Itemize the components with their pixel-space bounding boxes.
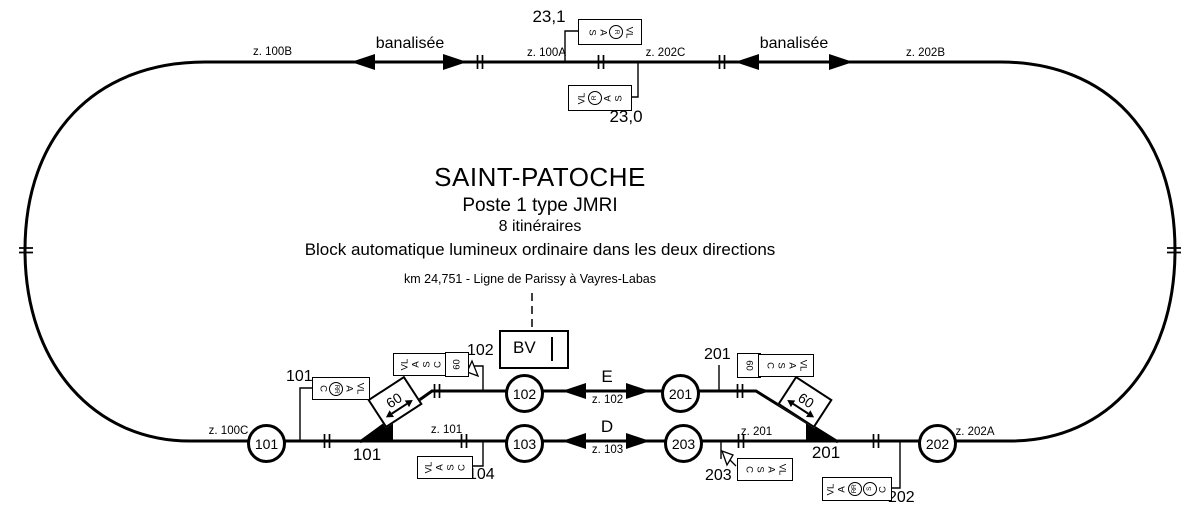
track-circuit-202: 202 [918, 424, 957, 463]
banalisee-right-label: banalisée [759, 35, 829, 52]
plate-aspect-char: S [612, 94, 624, 102]
zone-label-102: z. 102 [591, 394, 624, 406]
plate-aspect-char: VL [797, 359, 809, 372]
signal-201-label: 201 [704, 346, 731, 363]
title-itineraires: 8 itinéraires [498, 218, 582, 235]
insulated-joints [19, 55, 1181, 448]
open-arrow-203 [720, 449, 737, 467]
plate-aspect-char: 60 [451, 359, 463, 370]
signal-202-label: 202 [888, 489, 915, 506]
zone-label-201: z. 201 [740, 426, 773, 438]
signal-23-0-label: 23,0 [609, 107, 643, 126]
signal-23-1-label: 23,1 [532, 7, 566, 26]
plate-aspect-char: VL [776, 463, 788, 476]
zone-label-100A: z. 100A [527, 47, 566, 59]
plate-aspect-char: VL [575, 92, 587, 104]
bv-platform-mark [551, 337, 553, 361]
zone-label-100C: z. 100C [208, 425, 249, 437]
track-circuit-203-number: 203 [671, 435, 696, 452]
title-km-line: km 24,751 - Ligne de Parissy à Vayres-La… [404, 272, 656, 286]
signal-104-label: 104 [468, 466, 495, 483]
title-poste: Poste 1 type JMRI [462, 195, 618, 216]
title-block-line: Block automatique lumineux ordinaire dan… [304, 240, 776, 259]
zone-label-202C: z. 202C [645, 47, 686, 59]
signal-101-label: 101 [286, 368, 313, 385]
plate-aspect-char: R [608, 25, 623, 39]
plate-aspect-char: 60 [743, 360, 755, 371]
track-letter-D: D [600, 417, 614, 436]
track-letter-E: E [601, 367, 613, 386]
plate-aspect-char: R [587, 91, 602, 105]
direction-arrows [351, 54, 853, 449]
track-circuit-103-number: 103 [512, 435, 537, 452]
siding-track-E [359, 389, 839, 444]
bv-building: BV [499, 330, 569, 369]
bv-label: BV [513, 338, 536, 357]
page-title: SAINT-PATOCHE [434, 162, 646, 192]
track-circuit-203: 203 [664, 424, 703, 463]
plate-aspect-char: VL [623, 26, 635, 38]
track-circuit-102: 102 [505, 374, 544, 413]
track-circuit-102-number: 102 [512, 385, 537, 402]
track-circuit-201: 201 [661, 374, 700, 413]
plate-aspect-char: C [317, 385, 329, 392]
plate-aspect-char: C [877, 485, 889, 493]
track-circuit-103: 103 [505, 424, 544, 463]
turnout-101-label: 101 [352, 445, 382, 464]
plate-aspect-char: RR [848, 482, 862, 496]
track-circuit-101: 101 [247, 424, 286, 463]
banalisee-left-label: banalisée [375, 35, 445, 52]
zone-label-101: z. 101 [430, 424, 463, 436]
plate-aspect-char: C [431, 361, 443, 368]
zone-label-103: z. 103 [591, 444, 624, 456]
track-circuit-202-number: 202 [925, 435, 950, 452]
zone-label-202A: z. 202A [955, 426, 995, 438]
zone-label-100B: z. 100B [253, 46, 292, 58]
track-circuit-101-number: 101 [254, 435, 279, 452]
plate-aspect-char: A [836, 485, 848, 493]
track-circuit-201-number: 201 [668, 385, 693, 402]
zone-label-202B: z. 202B [906, 47, 945, 59]
main-loop-track [23, 60, 1177, 443]
signal-102-speed-plate: 60 [445, 352, 469, 377]
plate-aspect-char: A [597, 28, 609, 36]
plate-aspect-char: RR [328, 381, 343, 396]
plate-aspect-char: C [455, 464, 467, 471]
turnout-201-label: 201 [811, 443, 841, 462]
signal-203-label: 203 [705, 467, 732, 484]
signal-102-label: 102 [467, 342, 494, 359]
plate-aspect-char: S [863, 482, 877, 496]
plate-aspect-char: VL [354, 382, 366, 395]
